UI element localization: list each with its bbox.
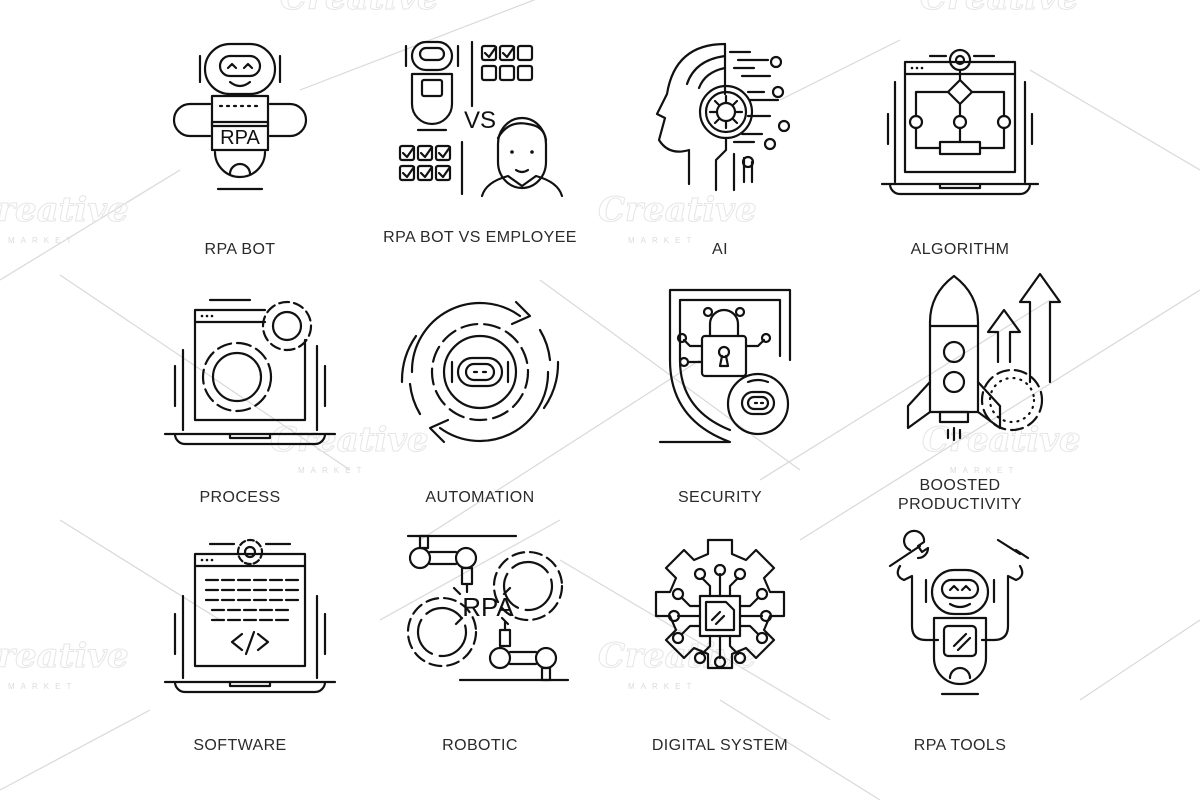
software-code-laptop-icon xyxy=(150,530,337,710)
icon-card-ai: AI xyxy=(600,30,840,278)
svg-text:RPA: RPA xyxy=(462,592,514,622)
icon-card-bot-vs-employee: VS RPA BOT VS EMPLOYEE xyxy=(360,30,600,278)
security-shield-icon xyxy=(630,282,810,462)
bot-tools-icon xyxy=(870,529,1050,710)
robotic-arms-icon: RPA xyxy=(390,530,570,710)
watermark-subtext: MARKET xyxy=(8,682,78,691)
automation-cycle-icon xyxy=(390,282,570,462)
icon-card-software: SOFTWARE xyxy=(120,526,360,774)
icon-card-algorithm: ALGORITHM xyxy=(840,30,1080,278)
rpa-bot-icon: RPA xyxy=(150,34,330,214)
icon-card-robotic: RPA ROBOTIC xyxy=(360,526,600,774)
icon-card-rpa-bot: RPA RPA BOT xyxy=(120,30,360,278)
ai-head-icon xyxy=(630,34,810,214)
icon-label: ALGORITHM xyxy=(910,241,1010,258)
icon-label: RPA BOT VS EMPLOYEE xyxy=(383,229,577,246)
icon-label: SECURITY xyxy=(677,489,763,506)
watermark-text: Creative xyxy=(280,0,440,19)
icon-card-security: SECURITY xyxy=(600,278,840,526)
icon-label: DIGITAL SYSTEM xyxy=(651,737,789,754)
watermark-subtext: MARKET xyxy=(8,236,78,245)
icon-label: ROBOTIC xyxy=(442,737,518,754)
icon-label: AUTOMATION xyxy=(425,489,535,506)
process-gears-laptop-icon xyxy=(150,282,337,462)
icon-label: SOFTWARE xyxy=(193,737,287,754)
watermark-text: Creative xyxy=(0,636,129,677)
icon-card-automation: AUTOMATION xyxy=(360,278,600,526)
icon-label: BOOSTED PRODUCTIVITY xyxy=(898,477,1022,513)
icon-card-rpa-tools: RPA TOOLS xyxy=(840,526,1080,774)
icon-label: RPA BOT xyxy=(204,241,276,258)
icon-card-process: PROCESS xyxy=(120,278,360,526)
chip-gear-icon xyxy=(630,530,810,710)
svg-text:VS: VS xyxy=(464,107,496,134)
svg-text:RPA: RPA xyxy=(220,127,260,149)
bot-vs-employee-icon: VS xyxy=(390,34,570,214)
icon-label: PROCESS xyxy=(199,489,281,506)
icon-label: RPA TOOLS xyxy=(913,737,1007,754)
rocket-growth-icon xyxy=(870,272,1062,462)
algorithm-laptop-icon xyxy=(870,34,1050,214)
icon-card-digital-system: DIGITAL SYSTEM xyxy=(600,526,840,774)
watermark-text: Creative xyxy=(0,190,129,231)
watermark-text: Creative xyxy=(920,0,1080,19)
icon-card-boosted-productivity: BOOSTED PRODUCTIVITY xyxy=(840,272,1080,526)
icon-grid: RPA RPA BOT VS xyxy=(120,30,1080,770)
icon-label: AI xyxy=(712,241,728,258)
